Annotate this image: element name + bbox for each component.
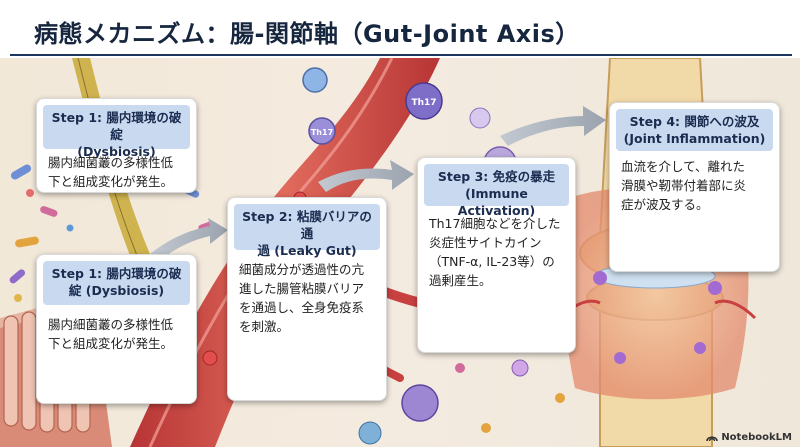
heading-line: Step 2: 粘膜バリアの通 (242, 209, 372, 241)
step1-card-top-body: 腸内細菌叢の多様性低 下と組成変化が発生。 (48, 153, 187, 191)
body-line: 下と組成変化が発生。 (48, 336, 174, 351)
heading-line: 綻 (Dysbiosis) (68, 283, 165, 298)
body-line: 細菌成分が透過性の亢 (239, 262, 365, 277)
step3-card: Step 3: 免疫の暴走 (Immune Activation) Th17細胞… (417, 157, 576, 353)
heading-line: Step 3: 免疫の暴走 (437, 169, 556, 184)
heading-line: (Joint Inflammation) (623, 131, 766, 146)
title-bar: 病態メカニズム：腸-関節軸（Gut-Joint Axis） (0, 0, 800, 56)
step4-card-body: 血流を介して、離れた 滑膜や靭帯付着部に炎 症が波及する。 (621, 157, 770, 214)
arrow-step3-step4 (500, 106, 606, 146)
notebooklm-watermark: NotebookLM (706, 432, 792, 443)
step1-card-bottom-body: 腸内細菌叢の多様性低 下と組成変化が発生。 (48, 315, 187, 353)
body-line: （TNF-α, IL-23等）の (429, 254, 555, 269)
step2-card: Step 2: 粘膜バリアの通 過 (Leaky Gut) 細菌成分が透過性の亢… (227, 197, 387, 401)
step1-card-top: Step 1: 腸内環境の破綻 (Dysbiosis) 腸内細菌叢の多様性低 下… (36, 98, 197, 193)
body-line: 滑膜や靭帯付着部に炎 (621, 178, 747, 193)
body-line: を通過し、全身免疫系 (239, 300, 365, 315)
step4-card-heading: Step 4: 関節への波及 (Joint Inflammation) (616, 109, 773, 151)
arrow-step2-step3 (318, 160, 414, 192)
cell-label-th17-small: Th17 (311, 128, 333, 137)
step3-card-body: Th17細胞などを介した 炎症性サイトカイン （TNF-α, IL-23等）の … (429, 214, 566, 290)
body-line: 血流を介して、離れた (621, 159, 746, 174)
body-line: 炎症性サイトカイン (429, 235, 542, 250)
step2-card-body: 細菌成分が透過性の亢 進した腸管粘膜バリア を通過し、全身免疫系 を刺激。 (239, 260, 377, 336)
body-line: 進した腸管粘膜バリア (239, 281, 365, 296)
body-line: Th17細胞などを介した (429, 216, 561, 231)
bacteria (9, 164, 214, 302)
heading-line: 過 (Leaky Gut) (257, 243, 357, 258)
heading-line: Step 1: 腸内環境の破綻 (51, 110, 182, 142)
body-line: 腸内細菌叢の多様性低 (48, 317, 174, 332)
flow-arrows (150, 106, 606, 262)
heading-line: Step 4: 関節への波及 (629, 114, 760, 129)
title-underline (10, 54, 792, 56)
watermark-text: NotebookLM (721, 432, 792, 443)
cell-label-th17-large: Th17 (411, 98, 436, 108)
body-line: を刺激。 (239, 319, 290, 334)
step1-card-bottom-heading: Step 1: 腸内環境の破 綻 (Dysbiosis) (43, 261, 190, 305)
illustration-scene: Th17 Th17 (0, 58, 800, 447)
heading-line: (Immune Activation) (457, 186, 536, 218)
heading-line: Step 1: 腸内環境の破 (51, 266, 182, 281)
step3-card-heading: Step 3: 免疫の暴走 (Immune Activation) (424, 164, 569, 218)
step2-card-heading: Step 2: 粘膜バリアの通 過 (Leaky Gut) (234, 204, 380, 258)
step1-card-top-heading: Step 1: 腸内環境の破綻 (Dysbiosis) (43, 105, 190, 159)
body-line: 症が波及する。 (621, 197, 709, 212)
body-line: 過剰産生。 (429, 273, 492, 288)
step4-card: Step 4: 関節への波及 (Joint Inflammation) 血流を介… (609, 102, 780, 272)
heading-line: (Dysbiosis) (77, 144, 156, 159)
page-title: 病態メカニズム：腸-関節軸（Gut-Joint Axis） (34, 20, 580, 48)
body-line: 下と組成変化が発生。 (48, 174, 174, 189)
body-line: 腸内細菌叢の多様性低 (48, 155, 174, 170)
notebooklm-logo-icon (706, 436, 719, 442)
arrow-step1-step2 (150, 218, 228, 262)
step1-card-bottom: Step 1: 腸内環境の破 綻 (Dysbiosis) 腸内細菌叢の多様性低 … (36, 254, 197, 404)
